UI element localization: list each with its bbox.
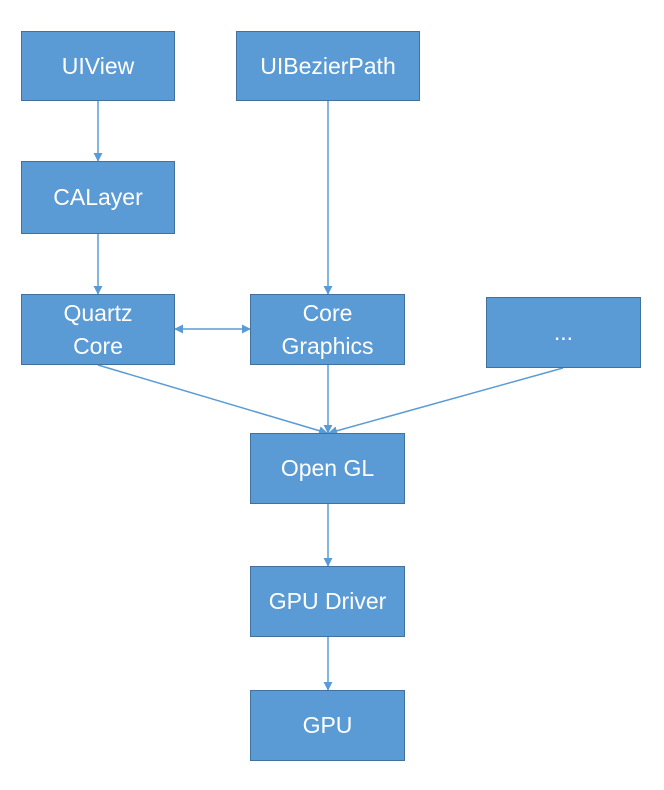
edge-ellipsis-to-opengl (328, 367, 564, 436)
calayer-node: CALayer (21, 161, 175, 234)
core-graphics-node: Core Graphics (250, 294, 405, 365)
quartz-core-node: Quartz Core (21, 294, 175, 365)
opengl-node: Open GL (250, 433, 405, 504)
ellipsis-node: ... (486, 297, 641, 368)
gpu-driver-node: GPU Driver (250, 566, 405, 637)
uibezierpath-node: UIBezierPath (236, 31, 420, 101)
uiview-node: UIView (21, 31, 175, 101)
gpu-node: GPU (250, 690, 405, 761)
edge-quartz-core-to-opengl (97, 364, 328, 436)
